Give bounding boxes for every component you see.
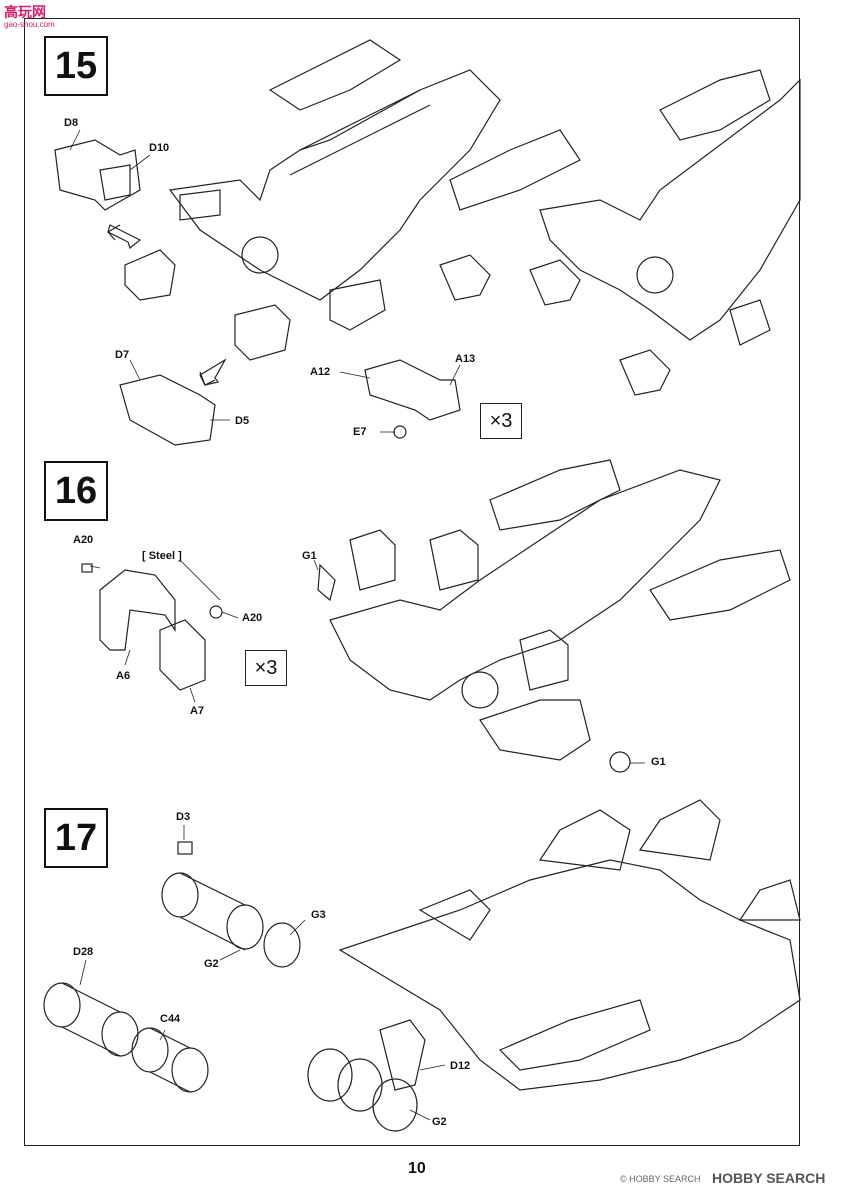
part-label-e7: E7 — [353, 426, 367, 438]
step16-subassembly — [81, 563, 223, 691]
multiplier-badge: ×3 — [480, 403, 522, 439]
material-label-steel: [ Steel ] — [142, 550, 182, 562]
part-label-d12: D12 — [450, 1060, 471, 1072]
part-label-d7: D7 — [115, 349, 130, 361]
part-label-d3: D3 — [176, 811, 191, 823]
step-number-17: 17 — [44, 808, 108, 868]
page-frame — [24, 18, 800, 1146]
step15-subassembly — [364, 359, 461, 439]
step-number-15: 15 — [44, 36, 108, 96]
part-label-d8: D8 — [64, 117, 79, 129]
part-label-g1-top: G1 — [302, 550, 317, 562]
part-label-a6: A6 — [116, 670, 131, 682]
part-label-g3: G3 — [311, 909, 326, 921]
part-label-g2-bottom: G2 — [432, 1116, 447, 1128]
step17-cylinders-left — [43, 841, 301, 1093]
part-label-a20-top: A20 — [73, 534, 94, 546]
part-label-c44: C44 — [160, 1013, 181, 1025]
watermark-brand: HOBBY SEARCH — [712, 1170, 826, 1186]
page-number: 10 — [408, 1160, 426, 1177]
part-label-d10: D10 — [149, 142, 170, 154]
part-label-d28: D28 — [73, 946, 94, 958]
step16-chassis — [317, 459, 791, 773]
step15-parts-d7-d5 — [119, 304, 291, 446]
step17-chassis — [307, 799, 801, 1132]
watermark-copyright: © HOBBY SEARCH — [620, 1174, 701, 1184]
part-label-g2-top: G2 — [204, 958, 219, 970]
arrow-icon — [107, 224, 216, 386]
watermark-logo: 高玩网 — [4, 4, 46, 20]
step-number-16: 16 — [44, 461, 108, 521]
step15-chassis-left — [168, 39, 581, 331]
part-label-d5: D5 — [235, 415, 250, 427]
watermark-url: gao-shou.com — [4, 20, 55, 29]
step15-parts-d8-d10 — [54, 139, 176, 301]
part-label-a7: A7 — [190, 705, 205, 717]
part-label-a13: A13 — [455, 353, 476, 365]
part-label-a20-right: A20 — [242, 612, 263, 624]
step15-chassis-right — [439, 69, 801, 396]
part-label-g1-bottom: G1 — [651, 756, 666, 768]
leader-lines — [69, 129, 645, 1121]
part-label-a12: A12 — [310, 366, 331, 378]
multiplier-badge: ×3 — [245, 650, 287, 686]
